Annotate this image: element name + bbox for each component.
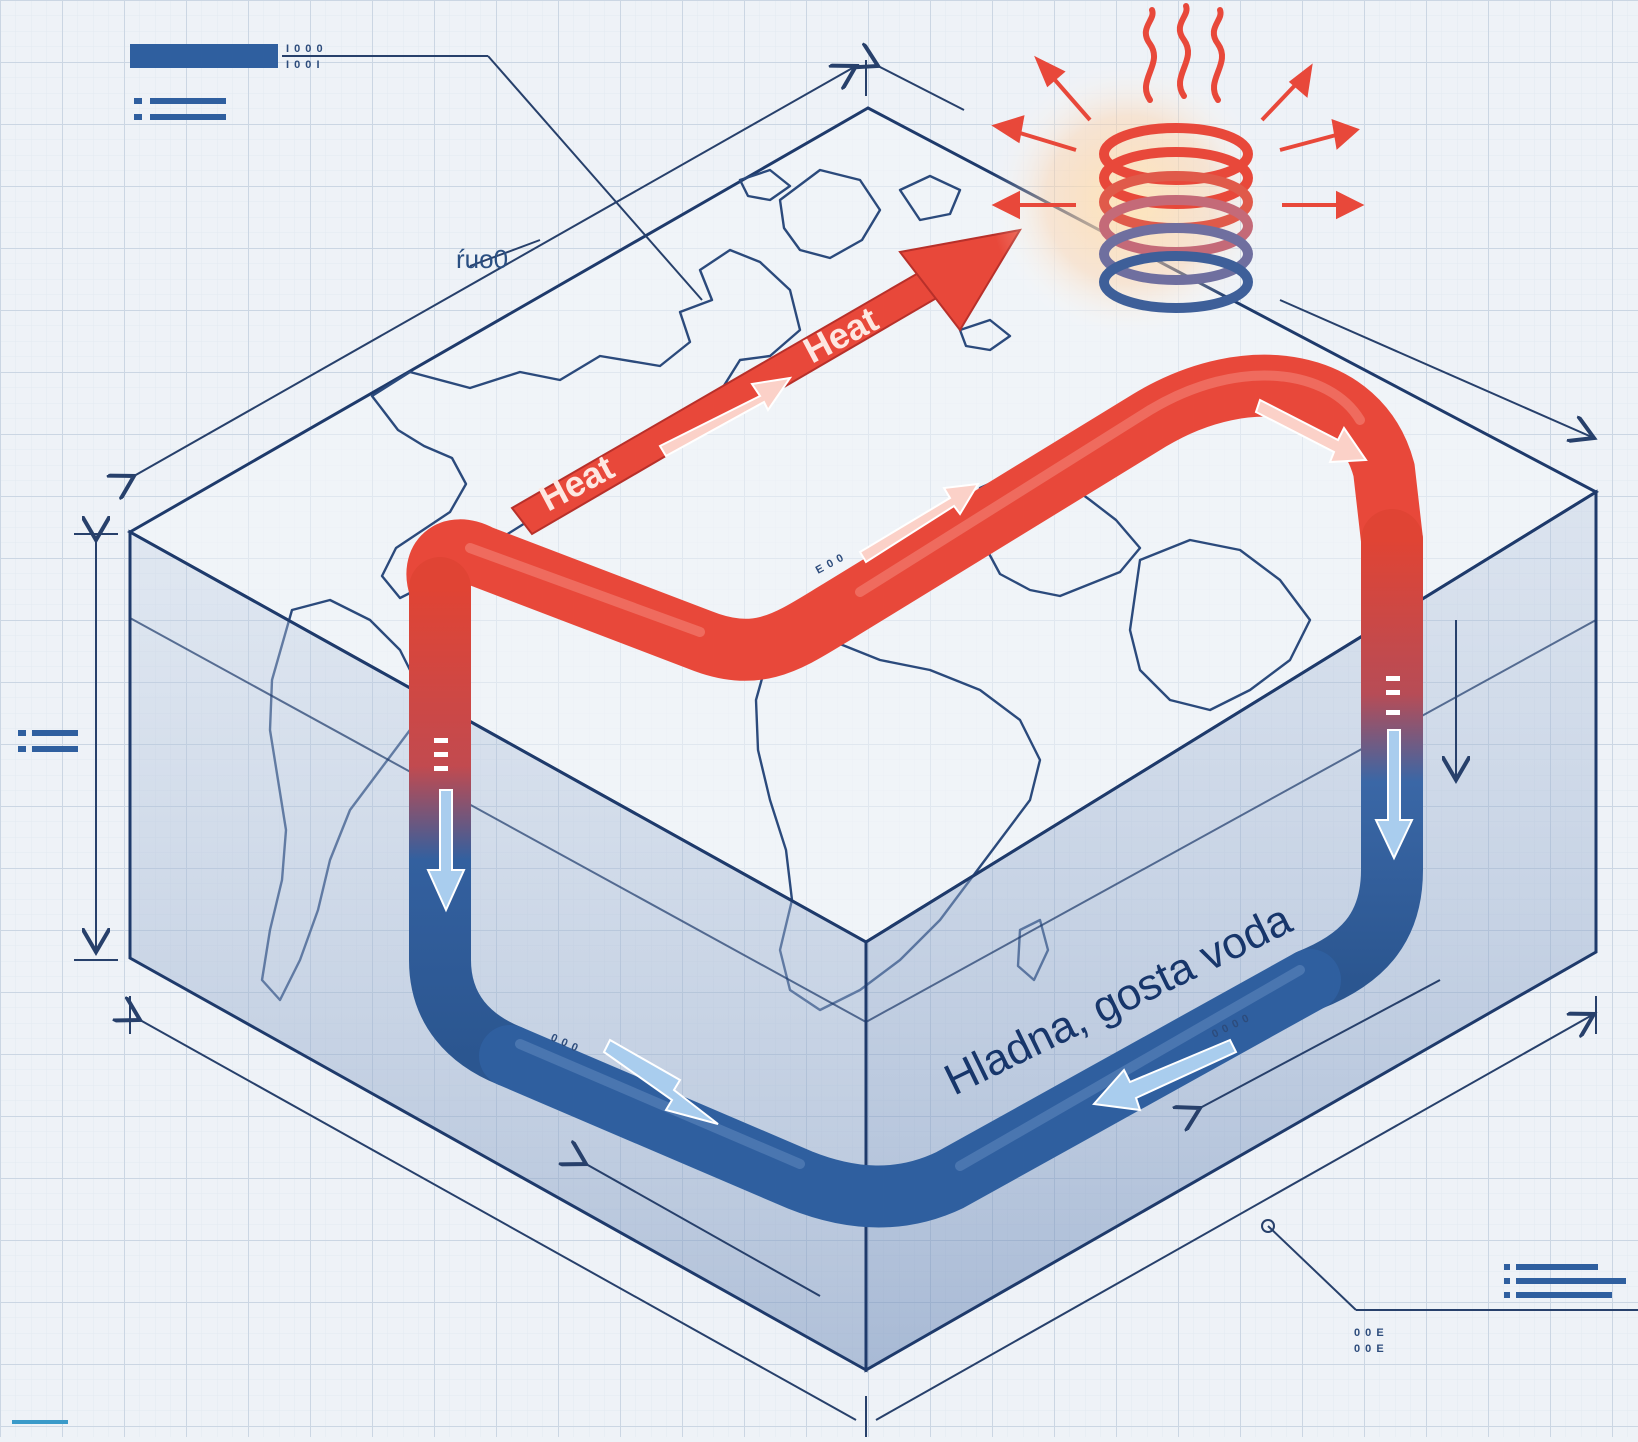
flow-arrow-warm-2	[858, 482, 980, 564]
pipe-tick-right-3	[1386, 710, 1400, 715]
legend-top-left-line-1	[134, 98, 142, 104]
legend-br-bar-2	[1516, 1278, 1626, 1284]
callout-mid-left	[469, 239, 541, 267]
heat-ray-3-head	[991, 115, 1025, 144]
dimension-lines	[74, 56, 1638, 1437]
legend-left-bar-2	[32, 746, 78, 752]
legend-top-left: I 0 0 0 I 0 0 I	[130, 43, 324, 120]
legend-bottom-right: 0 0 E 0 0 E	[1354, 1264, 1626, 1355]
legend-top-left-code-2: I 0 0 I	[286, 59, 321, 71]
pipe-tick-left-1	[434, 738, 448, 743]
coil-ring-5	[1099, 223, 1253, 285]
dim-top-right	[878, 66, 965, 111]
dim-inner-bottom-right	[1200, 979, 1441, 1108]
legend-top-left-bar	[130, 44, 278, 68]
pipe-tick-right-1	[1386, 676, 1400, 681]
legend-br-dot-3	[1504, 1292, 1510, 1298]
heat-ray-4-head	[1331, 118, 1360, 150]
legend-left	[18, 730, 78, 752]
legend-left-bar-1	[32, 730, 78, 736]
corner-mark	[12, 1420, 68, 1424]
dim-right-upper	[1279, 299, 1594, 438]
warm-current-highlight	[465, 370, 1365, 637]
coil-ring-6	[1099, 251, 1253, 313]
flow-arrow-deep-right	[1092, 1038, 1238, 1112]
pipe-tick-left-3	[434, 766, 448, 771]
flow-arrow-warm-3	[1254, 398, 1368, 464]
dimension-mark: ŕuo0	[456, 244, 508, 274]
legend-top-left-line-1b	[150, 98, 226, 104]
steam-wisp-2	[1176, 3, 1192, 99]
heat-ray-5-head	[991, 190, 1020, 220]
legend-left-dot-2	[18, 746, 26, 752]
heat-ray-1-head	[1034, 55, 1066, 88]
heat-ray-2-head	[1288, 63, 1313, 98]
dim-bottom-right	[875, 1014, 1594, 1421]
legend-bottom-right-code-2: 0 0 E	[1354, 1343, 1385, 1355]
steam-wisp-1	[1142, 7, 1158, 103]
flow-arrow-deep-left	[602, 1038, 719, 1125]
heat-ray-4	[1279, 132, 1341, 152]
pipe-tick-left-2	[434, 752, 448, 757]
pipe-tick-right-2	[1386, 690, 1400, 695]
cold-deep-current	[479, 949, 1341, 1228]
steam-icon	[1142, 3, 1226, 103]
flow-arrow-down-right	[1374, 729, 1414, 861]
legend-br-dot-2	[1504, 1278, 1510, 1284]
legend-left-dot-1	[18, 730, 26, 736]
heating-coil-icon	[990, 60, 1270, 340]
callout-dot	[1261, 1219, 1275, 1233]
legend-top-left-line-2b	[150, 114, 226, 120]
flow-arrows-cold	[426, 729, 1414, 1125]
legend-bottom-right-code-1: 0 0 E	[1354, 1327, 1385, 1339]
dim-bottom-left	[140, 1020, 857, 1421]
radiating-heat-arrows	[991, 55, 1365, 220]
cold-current-highlight	[515, 965, 1305, 1171]
legend-top-left-code-1: I 0 0 0	[286, 43, 324, 55]
legend-br-dot-1	[1504, 1264, 1510, 1270]
callout-bottom-right-diag	[1267, 1225, 1357, 1311]
legend-br-bar-3	[1516, 1292, 1612, 1298]
warm-surface-current	[406, 354, 1423, 681]
water-surface-line	[129, 617, 1597, 1024]
dim-inner-bottom	[586, 1164, 821, 1297]
heat-ray-2	[1260, 78, 1302, 122]
flow-arrow-down-left	[426, 789, 466, 913]
callout-top-left-diag	[487, 55, 703, 301]
legend-top-left-line-2	[134, 114, 142, 120]
legend-br-bar-1	[1516, 1264, 1598, 1270]
steam-wisp-3	[1210, 7, 1226, 103]
asia-outline	[1128, 538, 1312, 712]
dim-top-left	[134, 66, 856, 476]
heat-ray-6-head	[1336, 190, 1365, 220]
